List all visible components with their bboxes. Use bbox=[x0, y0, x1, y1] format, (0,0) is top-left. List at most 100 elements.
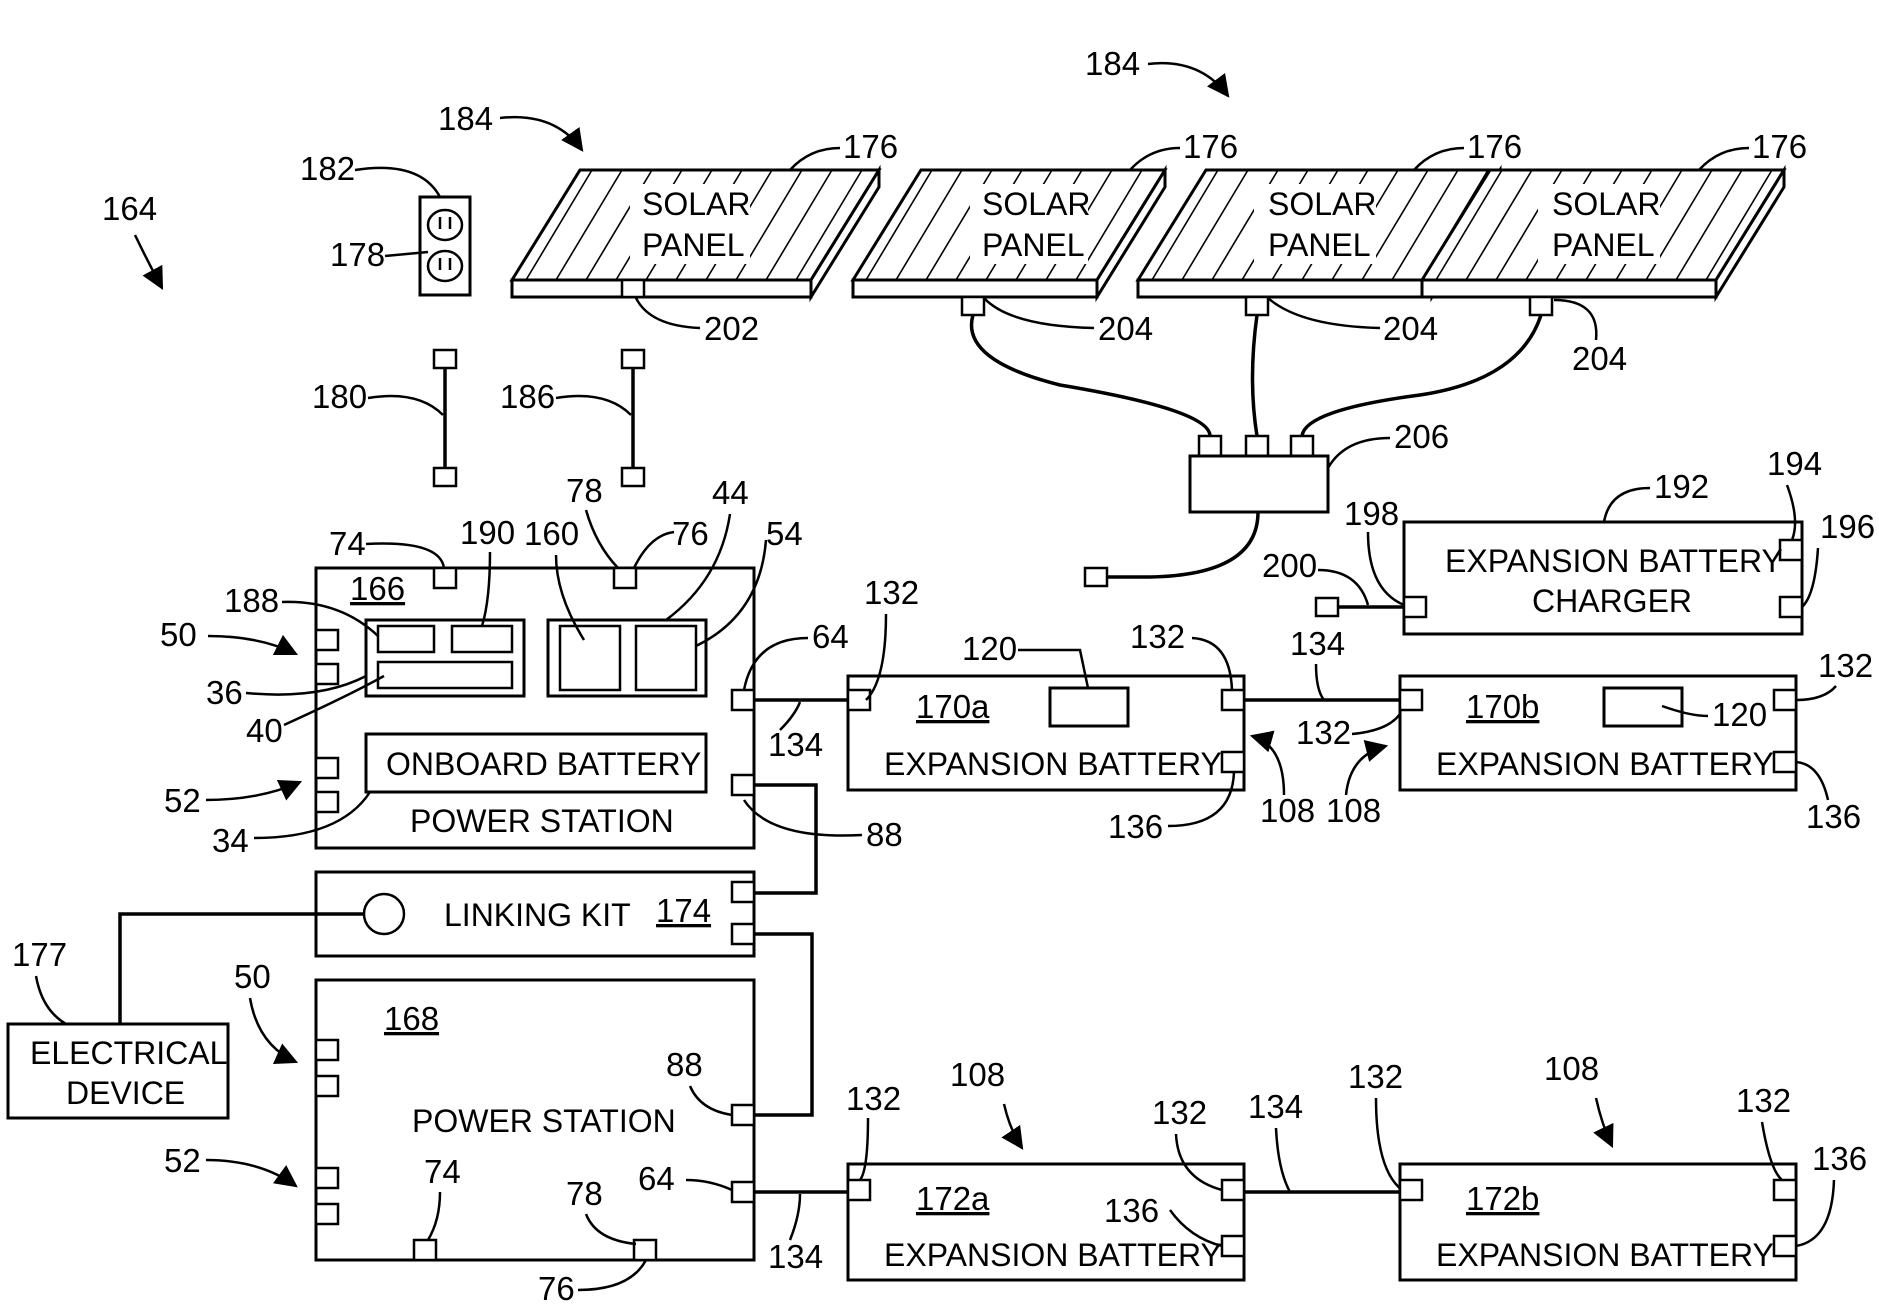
ref-204-2: 204 bbox=[1383, 310, 1438, 347]
ref-134-top: 134 bbox=[768, 726, 823, 763]
cable-186 bbox=[622, 350, 644, 486]
linking-kit-label: LINKING KIT bbox=[444, 897, 631, 933]
ref-180: 180 bbox=[312, 378, 367, 415]
ref-206: 206 bbox=[1394, 418, 1449, 455]
ref-74-top: 74 bbox=[329, 525, 366, 562]
ref-184-right: 184 bbox=[1085, 45, 1140, 82]
ref-76-bottom: 76 bbox=[538, 1270, 575, 1306]
leader-134-middle bbox=[1316, 664, 1324, 700]
ref-204-3: 204 bbox=[1572, 340, 1627, 377]
ref-108-172b: 108 bbox=[1544, 1050, 1599, 1087]
wire-88-to-linking-kit bbox=[754, 785, 816, 893]
ref-186: 186 bbox=[500, 378, 555, 415]
ref-164: 164 bbox=[102, 190, 157, 227]
ref-64-top: 64 bbox=[812, 618, 849, 655]
ref-132-170a-right: 132 bbox=[1130, 618, 1185, 655]
leader-132-172b-left bbox=[1376, 1098, 1402, 1190]
ref-174: 174 bbox=[656, 892, 711, 929]
ref-64-bottom: 64 bbox=[638, 1160, 675, 1197]
solar-panel-4-label-line1: SOLAR bbox=[1552, 186, 1660, 222]
leader-180 bbox=[368, 396, 443, 415]
ref-134-middle: 134 bbox=[1290, 625, 1345, 662]
ref-177: 177 bbox=[12, 936, 67, 973]
arrow-50-top bbox=[208, 636, 296, 654]
expansion-battery-172a-label: EXPANSION BATTERY bbox=[884, 1237, 1222, 1273]
ref-182: 182 bbox=[300, 150, 355, 187]
ref-132-172a-left: 132 bbox=[846, 1080, 901, 1117]
leader-74-top bbox=[366, 544, 444, 569]
ref-196: 196 bbox=[1820, 508, 1875, 545]
arrow-50-bottom bbox=[250, 998, 296, 1062]
ref-188: 188 bbox=[224, 582, 279, 619]
arrow-108-172a bbox=[1004, 1104, 1022, 1148]
ref-54: 54 bbox=[766, 515, 803, 552]
ref-170b: 170b bbox=[1466, 688, 1539, 725]
leader-186 bbox=[556, 396, 631, 415]
ref-76-top: 76 bbox=[672, 515, 709, 552]
ref-78-top: 78 bbox=[566, 472, 603, 509]
cable-180 bbox=[434, 350, 456, 486]
ref-136-170b: 136 bbox=[1806, 798, 1861, 835]
leader-204-2 bbox=[1268, 298, 1380, 328]
ref-184-left: 184 bbox=[438, 100, 493, 137]
ref-132-170b-right: 132 bbox=[1818, 647, 1873, 684]
leader-136-172b bbox=[1796, 1180, 1834, 1246]
leader-76-top bbox=[634, 532, 674, 568]
solar-panel-2-label-line2: PANEL bbox=[982, 227, 1085, 263]
ref-132-172a-right: 132 bbox=[1152, 1094, 1207, 1131]
ref-166: 166 bbox=[350, 570, 405, 607]
ref-52-top: 52 bbox=[164, 782, 201, 819]
power-station-166-label: POWER STATION bbox=[410, 803, 674, 839]
leader-76-bottom bbox=[578, 1260, 646, 1290]
ref-198: 198 bbox=[1344, 495, 1399, 532]
ref-192: 192 bbox=[1654, 468, 1709, 505]
ref-132-172b-right: 132 bbox=[1736, 1082, 1791, 1119]
ref-120-170b: 120 bbox=[1712, 696, 1767, 733]
ref-160: 160 bbox=[524, 515, 579, 552]
arrow-184-right bbox=[1148, 63, 1228, 96]
leader-202 bbox=[636, 298, 700, 328]
ref-50-bottom: 50 bbox=[234, 958, 271, 995]
solar-panel-1-label-line1: SOLAR bbox=[642, 186, 750, 222]
leader-196 bbox=[1802, 548, 1818, 607]
leader-177 bbox=[36, 976, 66, 1024]
leader-176-3 bbox=[1414, 148, 1464, 170]
solar-panel-3-label-line1: SOLAR bbox=[1268, 186, 1376, 222]
leader-176-1 bbox=[790, 148, 840, 170]
ref-168: 168 bbox=[384, 1000, 439, 1037]
ref-202: 202 bbox=[704, 310, 759, 347]
wall-outlet bbox=[420, 197, 470, 295]
ref-74-bottom: 74 bbox=[424, 1153, 461, 1190]
solar-panel-4-label-line2: PANEL bbox=[1552, 227, 1655, 263]
ref-136-172a: 136 bbox=[1104, 1192, 1159, 1229]
leader-204-3 bbox=[1554, 300, 1596, 340]
leader-132-170b-left bbox=[1352, 706, 1404, 734]
ref-88-top: 88 bbox=[866, 816, 903, 853]
electrical-device-label-line1: ELECTRICAL bbox=[30, 1035, 227, 1071]
ref-176-1: 176 bbox=[843, 128, 898, 165]
ref-134-bottom-right: 134 bbox=[1248, 1088, 1303, 1125]
ref-36: 36 bbox=[206, 674, 243, 711]
solar-panel-3-label-line2: PANEL bbox=[1268, 227, 1371, 263]
leader-176-4 bbox=[1699, 148, 1749, 170]
leader-134-bottom-right bbox=[1276, 1128, 1290, 1192]
arrow-108-170a bbox=[1252, 736, 1284, 795]
leader-132-170b-right bbox=[1796, 686, 1836, 700]
ref-88-bottom: 88 bbox=[666, 1046, 703, 1083]
expansion-battery-170a-label: EXPANSION BATTERY bbox=[884, 746, 1222, 782]
ref-190: 190 bbox=[460, 514, 515, 551]
ref-200: 200 bbox=[1262, 547, 1317, 584]
leader-182 bbox=[355, 168, 440, 197]
ref-50-top: 50 bbox=[160, 616, 197, 653]
solar-panel-2-label-line1: SOLAR bbox=[982, 186, 1090, 222]
ref-108-172a: 108 bbox=[950, 1056, 1005, 1093]
ref-136-170a: 136 bbox=[1108, 808, 1163, 845]
ref-108-170a: 108 bbox=[1260, 792, 1315, 829]
leader-198 bbox=[1368, 532, 1404, 605]
ref-120-170a: 120 bbox=[962, 630, 1017, 667]
leader-134-bottom-left bbox=[790, 1194, 800, 1240]
arrow-108-170b bbox=[1346, 746, 1386, 795]
wire-linking-kit-to-168 bbox=[754, 934, 812, 1115]
expansion-battery-170b-label: EXPANSION BATTERY bbox=[1436, 746, 1774, 782]
